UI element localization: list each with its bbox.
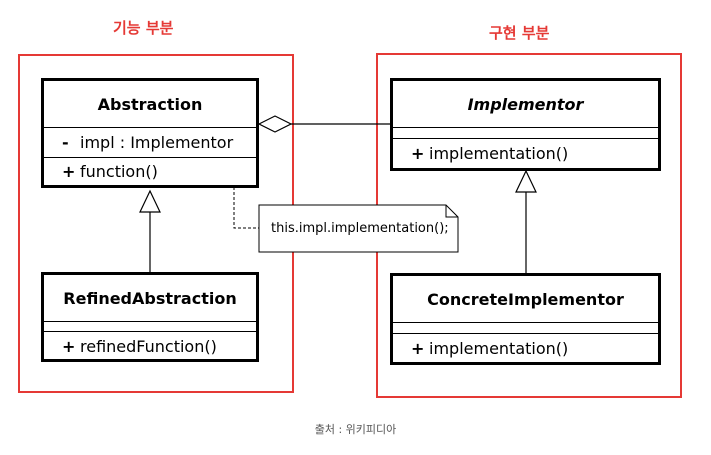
class-abstraction: Abstraction - impl : Implementor + funct… xyxy=(41,78,259,188)
class-concrete-implementor: ConcreteImplementor + implementation() xyxy=(390,273,661,365)
method-section: + implementation() xyxy=(393,139,658,168)
note-dashed-line xyxy=(233,177,259,229)
note-fold xyxy=(445,205,458,218)
aggregation-diamond xyxy=(257,115,293,133)
method-text: implementation() xyxy=(429,338,569,358)
class-name: Abstraction xyxy=(44,81,256,128)
implementation-part-label: 구현 부분 xyxy=(489,24,550,42)
public-sign: + xyxy=(411,338,425,358)
functional-part-label: 기능 부분 xyxy=(113,19,174,37)
attribute-section xyxy=(393,128,658,139)
public-sign: + xyxy=(62,161,76,181)
class-name: ConcreteImplementor xyxy=(393,276,658,323)
class-implementor: Implementor + implementation() xyxy=(390,78,661,171)
attribute-section xyxy=(393,323,658,334)
method-text: function() xyxy=(80,161,158,181)
method-text: refinedFunction() xyxy=(80,336,217,356)
method-section: + refinedFunction() xyxy=(44,332,256,360)
method-section: + function() xyxy=(44,158,256,184)
inheritance-triangle-right xyxy=(515,169,537,193)
public-sign: + xyxy=(62,336,76,356)
method-section: + implementation() xyxy=(393,334,658,362)
attribute-section xyxy=(44,322,256,332)
note-text: this.impl.implementation(); xyxy=(271,221,449,236)
class-refined-abstraction: RefinedAbstraction + refinedFunction() xyxy=(41,272,259,362)
attribute-section: - impl : Implementor xyxy=(44,128,256,158)
source-caption: 출처 : 위키피디아 xyxy=(314,423,397,436)
private-sign: - xyxy=(62,133,69,152)
attribute-text: impl : Implementor xyxy=(80,133,234,152)
class-name: RefinedAbstraction xyxy=(44,275,256,322)
class-name: Implementor xyxy=(393,81,658,128)
public-sign: + xyxy=(411,144,425,163)
inheritance-triangle-left xyxy=(139,189,161,213)
note-box xyxy=(258,204,459,253)
method-text: implementation() xyxy=(429,144,569,163)
